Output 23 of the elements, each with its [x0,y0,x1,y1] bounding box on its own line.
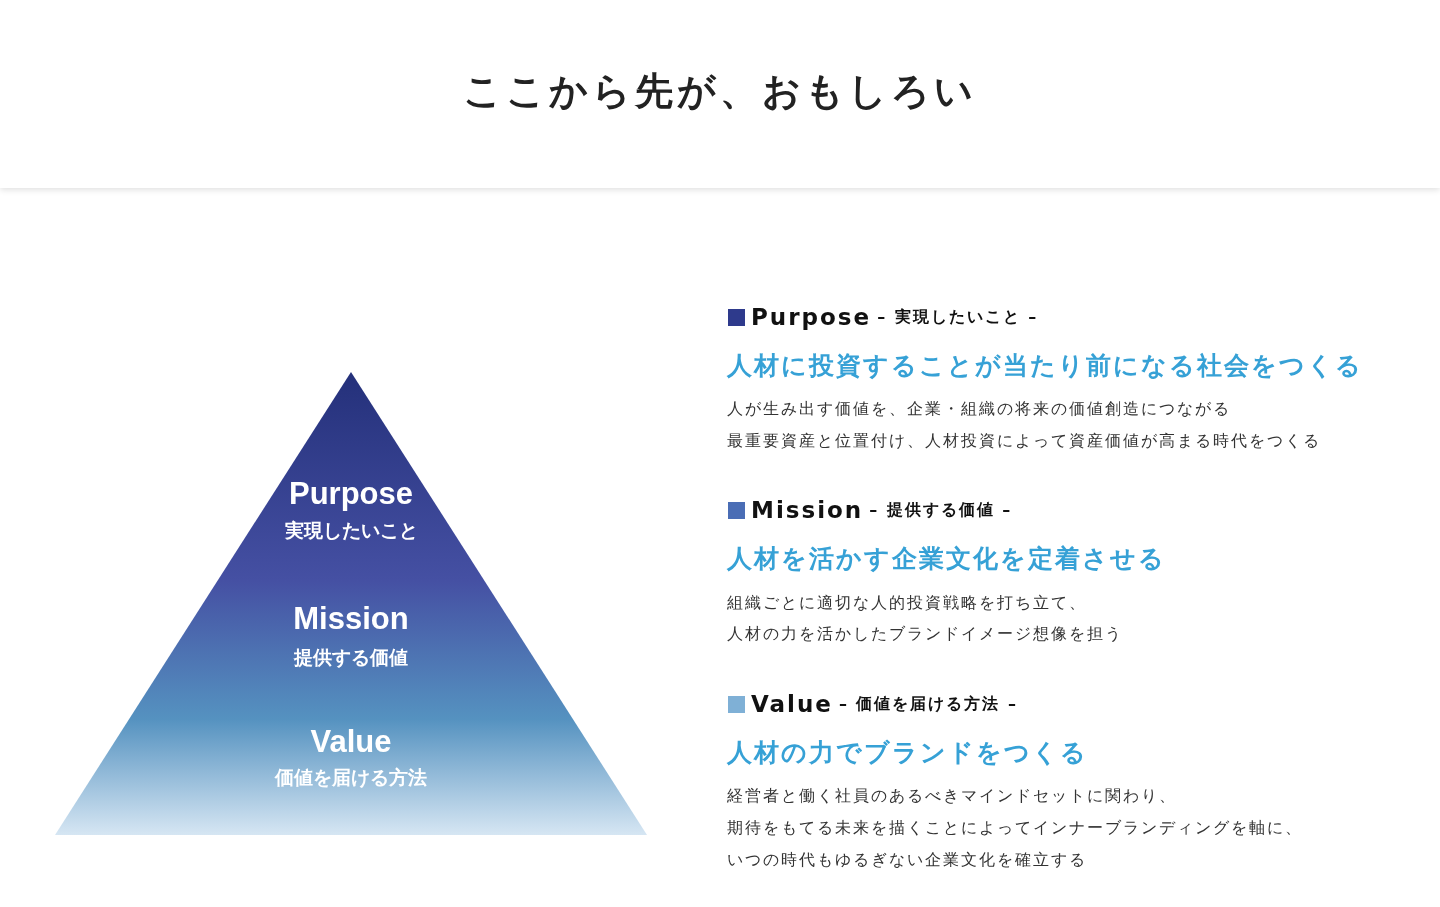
section-subtitle: – 価値を届ける方法 – [838,693,1019,715]
tier-caption: 実現したいこと [283,518,419,543]
body-text: 人材の力を活かしたブランドイメージ想像を担う [727,624,1123,645]
section-name: Mission [751,497,864,523]
tier-label: Value [309,724,393,760]
tier-label: Purpose [288,476,414,512]
section-name: Purpose [751,304,872,330]
body-text: 期待をもてる未来を描くことによってインナーブランディングを軸に、 [727,818,1303,839]
tier-label: Mission [292,601,410,637]
body-text: 経営者と働く社員のあるべきマインドセットに関わり、 [727,786,1177,807]
tier-caption: 価値を届ける方法 [273,765,428,790]
headline: 人材に投資することが当たり前になる社会をつくる [727,350,1363,382]
page-title: ここから先が、おもしろい [462,68,978,115]
body-text: いつの時代もゆるぎない企業文化を確立する [727,850,1087,871]
headline: 人材の力でブランドをつくる [727,737,1088,769]
body-text: 人が生み出す価値を、企業・組織の将来の価値創造につながる [727,399,1231,420]
tier-caption: 提供する価値 [292,645,409,670]
headline: 人材を活かす企業文化を定着させる [727,543,1166,575]
body-text: 最重要資産と位置付け、人材投資によって資産価値が高まる時代をつくる [727,431,1321,452]
section-subtitle: – 実現したいこと – [877,306,1039,328]
body-text: 組織ごとに適切な人的投資戦略を打ち立て、 [727,593,1087,614]
section-subtitle: – 提供する価値 – [869,499,1013,521]
section-name: Value [751,691,833,717]
